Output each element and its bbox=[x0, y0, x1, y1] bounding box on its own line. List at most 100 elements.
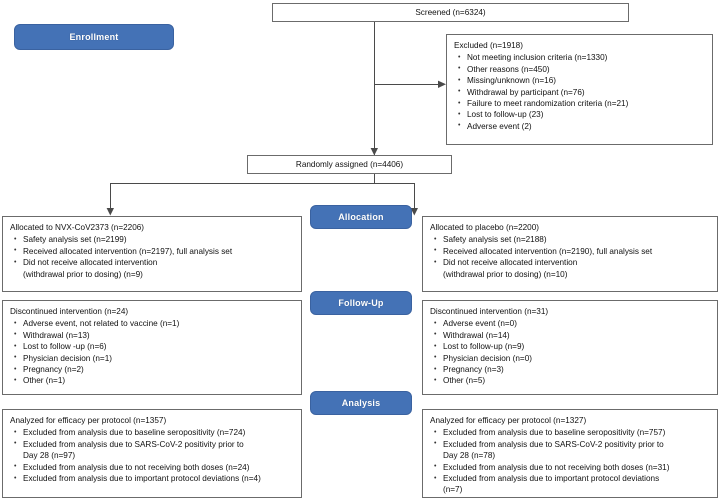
connector-split-bar bbox=[110, 183, 415, 184]
box-right-analysis: Analyzed for efficacy per protocol (n=13… bbox=[422, 409, 718, 498]
list-item: Did not receive allocated intervention (… bbox=[10, 257, 295, 280]
list-item: Not meeting inclusion criteria (n=1330) bbox=[454, 52, 706, 64]
list-item-continuation: (withdrawal prior to dosing) (n=10) bbox=[443, 269, 568, 279]
list-item-text: Other reasons (n=450) bbox=[467, 64, 550, 74]
list-item: Physician decision (n=0) bbox=[430, 352, 711, 364]
list-item-continuation: Day 28 (n=97) bbox=[23, 451, 76, 461]
arrowhead-right-allocation-icon bbox=[410, 208, 418, 216]
connector-to-excluded bbox=[374, 84, 440, 85]
box-right-allocation: Allocated to placebo (n=2200) Safety ana… bbox=[422, 216, 718, 292]
box-left-followup-header: Discontinued intervention (n=24) bbox=[10, 307, 129, 316]
list-item-text: Withdrawal (n=14) bbox=[443, 330, 510, 340]
list-item-text: Other (n=1) bbox=[23, 376, 66, 386]
box-right-analysis-header: Analyzed for efficacy per protocol (n=13… bbox=[430, 416, 587, 425]
list-item-text: Received allocated intervention (n=2190)… bbox=[443, 246, 653, 256]
list-item-text: Safety analysis set (n=2199) bbox=[23, 235, 127, 245]
list-item: Physician decision (n=1) bbox=[10, 352, 295, 364]
list-item-text: Pregnancy (n=2) bbox=[23, 365, 84, 375]
box-excluded: Excluded (n=1918) Not meeting inclusion … bbox=[446, 34, 713, 145]
list-item-text: Excluded from analysis due to SARS-CoV-2… bbox=[443, 439, 664, 449]
list-item-text: Failure to meet randomization criteria (… bbox=[467, 99, 629, 109]
list-item-text: Excluded from analysis due to not receiv… bbox=[443, 462, 670, 472]
list-item-text: Pregnancy (n=3) bbox=[443, 365, 504, 375]
box-randomized: Randomly assigned (n=4406) bbox=[247, 155, 452, 174]
list-item-text: Did not receive allocated intervention bbox=[443, 258, 578, 268]
list-item: Lost to follow-up (23) bbox=[454, 109, 706, 121]
list-item: Missing/unknown (n=16) bbox=[454, 75, 706, 87]
list-item: Other (n=1) bbox=[10, 375, 295, 387]
stage-label-enrollment: Enrollment bbox=[14, 24, 174, 50]
arrowhead-left-allocation-icon bbox=[106, 208, 114, 216]
box-screened-label: Screened (n=6324) bbox=[415, 7, 486, 17]
list-item-text: Withdrawal (n=13) bbox=[23, 330, 90, 340]
list-item: Excluded from analysis due to baseline s… bbox=[10, 427, 295, 439]
list-item: Excluded from analysis due to SARS-CoV-2… bbox=[430, 438, 711, 462]
connector-screened-to-randomized bbox=[374, 21, 375, 155]
list-item-text: Received allocated intervention (n=2197)… bbox=[23, 246, 233, 256]
list-item: Lost to follow -up (n=6) bbox=[10, 341, 295, 353]
box-left-analysis-header: Analyzed for efficacy per protocol (n=13… bbox=[10, 416, 167, 425]
stage-label-analysis-text: Analysis bbox=[341, 398, 381, 408]
list-item-text: Adverse event, not related to vaccine (n… bbox=[23, 319, 180, 329]
list-item-text: Excluded from analysis due to baseline s… bbox=[23, 428, 246, 438]
list-item: Excluded from analysis due to important … bbox=[10, 473, 295, 485]
box-right-followup: Discontinued intervention (n=31) Adverse… bbox=[422, 300, 718, 395]
list-item: Excluded from analysis due to important … bbox=[430, 473, 711, 496]
list-item: Adverse event (2) bbox=[454, 120, 706, 132]
box-right-followup-list: Adverse event (n=0) Withdrawal (n=14) Lo… bbox=[430, 318, 711, 387]
stage-label-followup: Follow-Up bbox=[310, 291, 412, 315]
list-item-continuation: (n=7) bbox=[443, 485, 463, 495]
box-randomized-label: Randomly assigned (n=4406) bbox=[295, 159, 404, 169]
list-item: Safety analysis set (n=2188) bbox=[430, 234, 711, 246]
list-item: Excluded from analysis due to not receiv… bbox=[430, 461, 711, 473]
arrowhead-excluded-icon bbox=[438, 80, 446, 88]
list-item: Withdrawal (n=13) bbox=[10, 329, 295, 341]
stage-label-analysis: Analysis bbox=[310, 391, 412, 415]
list-item: Excluded from analysis due to SARS-CoV-2… bbox=[10, 438, 295, 462]
box-left-followup-list: Adverse event, not related to vaccine (n… bbox=[10, 318, 295, 387]
box-left-analysis-list: Excluded from analysis due to baseline s… bbox=[10, 427, 295, 484]
list-item: Other reasons (n=450) bbox=[454, 63, 706, 75]
list-item-text: Lost to follow-up (n=9) bbox=[443, 342, 525, 352]
box-left-allocation: Allocated to NVX-CoV2373 (n=2206) Safety… bbox=[2, 216, 302, 292]
list-item-text: Physician decision (n=1) bbox=[23, 353, 112, 363]
list-item-text: Adverse event (2) bbox=[467, 121, 532, 131]
connector-randomized-down bbox=[374, 174, 375, 184]
box-left-followup: Discontinued intervention (n=24) Adverse… bbox=[2, 300, 302, 395]
box-right-allocation-list: Safety analysis set (n=2188) Received al… bbox=[430, 234, 711, 280]
list-item: Lost to follow-up (n=9) bbox=[430, 341, 711, 353]
list-item: Excluded from analysis due to not receiv… bbox=[10, 461, 295, 473]
list-item: Safety analysis set (n=2199) bbox=[10, 234, 295, 246]
connector-right-drop bbox=[414, 183, 415, 211]
list-item-text: Not meeting inclusion criteria (n=1330) bbox=[467, 53, 608, 63]
list-item: Received allocated intervention (n=2190)… bbox=[430, 245, 711, 257]
box-screened: Screened (n=6324) bbox=[272, 3, 629, 22]
list-item: Other (n=5) bbox=[430, 375, 711, 387]
list-item-text: Adverse event (n=0) bbox=[443, 319, 517, 329]
box-left-analysis: Analyzed for efficacy per protocol (n=13… bbox=[2, 409, 302, 498]
list-item-text: Excluded from analysis due to SARS-CoV-2… bbox=[23, 439, 244, 449]
list-item-text: Excluded from analysis due to not receiv… bbox=[23, 462, 250, 472]
list-item: Did not receive allocated intervention (… bbox=[430, 257, 711, 280]
stage-label-followup-text: Follow-Up bbox=[338, 298, 384, 308]
box-right-analysis-list: Excluded from analysis due to baseline s… bbox=[430, 427, 711, 495]
list-item-text: Withdrawal by participant (n=76) bbox=[467, 87, 585, 97]
list-item-text: Lost to follow -up (n=6) bbox=[23, 342, 107, 352]
box-right-followup-header: Discontinued intervention (n=31) bbox=[430, 307, 549, 316]
list-item-continuation: Day 28 (n=78) bbox=[443, 451, 496, 461]
box-right-allocation-header: Allocated to placebo (n=2200) bbox=[430, 223, 540, 232]
list-item: Adverse event (n=0) bbox=[430, 318, 711, 330]
list-item-continuation: (withdrawal prior to dosing) (n=9) bbox=[23, 269, 143, 279]
box-excluded-list: Not meeting inclusion criteria (n=1330) … bbox=[454, 52, 706, 132]
list-item-text: Did not receive allocated intervention bbox=[23, 258, 158, 268]
list-item-text: Safety analysis set (n=2188) bbox=[443, 235, 547, 245]
list-item: Pregnancy (n=3) bbox=[430, 364, 711, 376]
stage-label-enrollment-text: Enrollment bbox=[69, 32, 119, 42]
list-item-text: Lost to follow-up (23) bbox=[467, 110, 544, 120]
list-item-text: Excluded from analysis due to baseline s… bbox=[443, 428, 666, 438]
list-item: Withdrawal (n=14) bbox=[430, 329, 711, 341]
list-item-text: Missing/unknown (n=16) bbox=[467, 76, 556, 86]
box-left-allocation-list: Safety analysis set (n=2199) Received al… bbox=[10, 234, 295, 280]
list-item-text: Excluded from analysis due to important … bbox=[23, 474, 261, 484]
